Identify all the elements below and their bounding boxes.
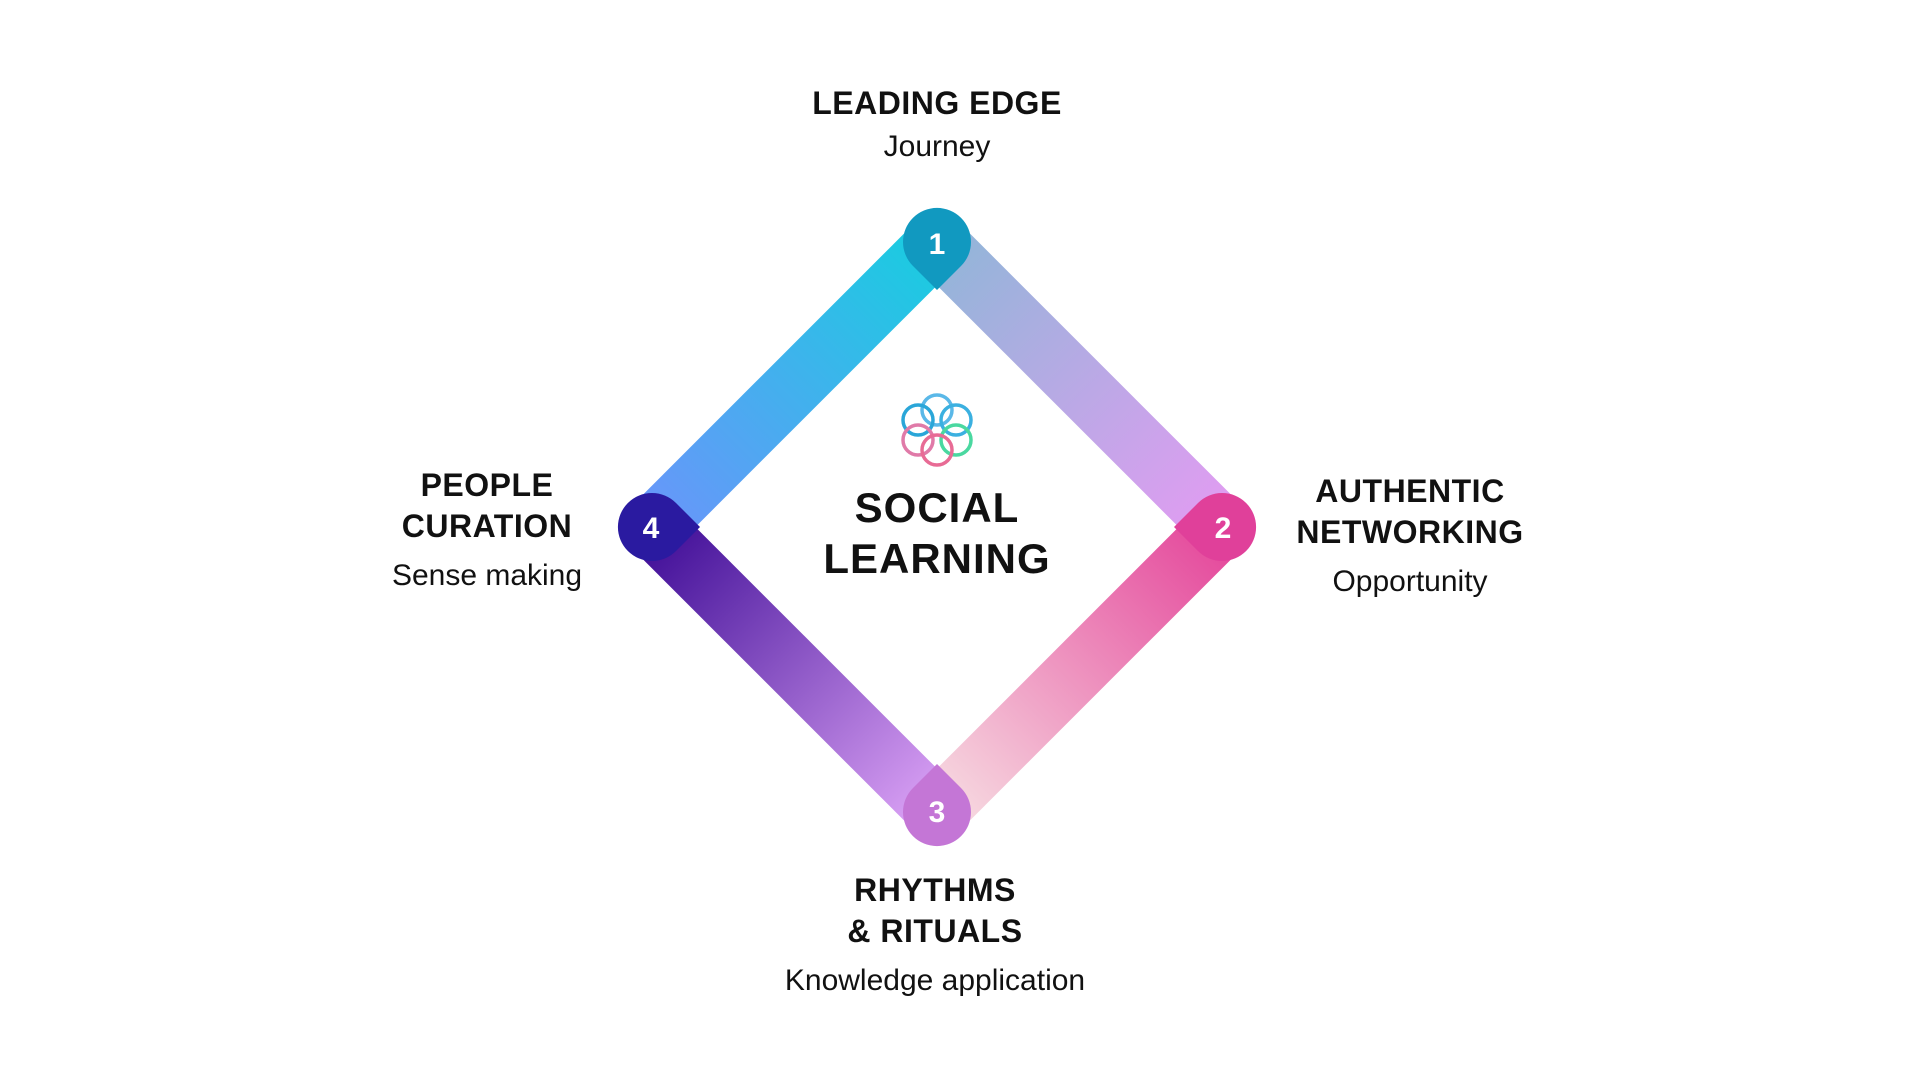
svg-text:1: 1 xyxy=(929,228,946,261)
node-1: 1 xyxy=(902,207,971,290)
label-subtitle: Sense making xyxy=(391,559,583,592)
label-people-curation: PEOPLE CURATION Sense making xyxy=(392,465,582,595)
node-2: 2 xyxy=(1174,493,1257,561)
label-title: CURATION xyxy=(401,508,573,544)
center-title-line2: LEARNING xyxy=(823,535,1051,582)
svg-text:3: 3 xyxy=(929,796,946,829)
label-title: AUTHENTIC xyxy=(1315,473,1505,509)
label-leading-edge: LEADING EDGE Journey xyxy=(812,83,1062,166)
edge-2-3 xyxy=(915,505,1243,833)
center-title-line1: SOCIAL xyxy=(854,484,1020,531)
node-4: 4 xyxy=(617,493,700,561)
label-rhythms-rituals: RHYTHMS & RITUALS Knowledge application xyxy=(785,870,1085,1000)
label-subtitle: Opportunity xyxy=(1332,565,1488,598)
svg-text:4: 4 xyxy=(643,512,660,545)
label-title: NETWORKING xyxy=(1296,514,1524,550)
edge-1-2 xyxy=(915,221,1243,549)
label-title: & RITUALS xyxy=(847,913,1023,949)
label-title: RHYTHMS xyxy=(854,872,1016,908)
label-title: PEOPLE xyxy=(420,467,554,503)
edge-4-1 xyxy=(631,221,959,549)
svg-text:2: 2 xyxy=(1215,512,1232,545)
label-subtitle: Knowledge application xyxy=(784,964,1086,997)
center-title: SOCIAL LEARNING xyxy=(823,482,1050,584)
label-title: LEADING EDGE xyxy=(812,85,1062,121)
node-3: 3 xyxy=(903,764,971,847)
label-subtitle: Journey xyxy=(883,130,991,163)
label-authentic-networking: AUTHENTIC NETWORKING Opportunity xyxy=(1296,471,1523,601)
edge-3-4 xyxy=(631,505,959,833)
interlocking-circles-logo xyxy=(901,393,973,467)
